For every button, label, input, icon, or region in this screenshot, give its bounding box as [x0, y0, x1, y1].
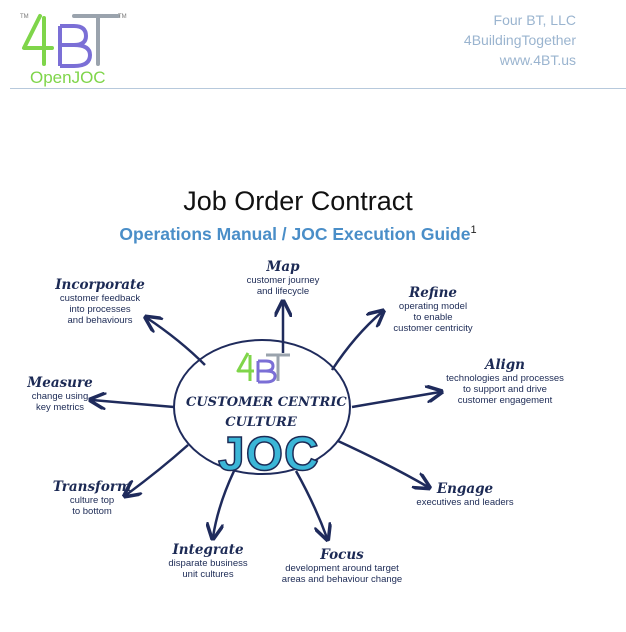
node-integrate: Integrate disparate business unit cultur…: [160, 542, 256, 580]
arrow-refine: [330, 312, 382, 371]
node-description: customer centricity: [393, 323, 473, 334]
node-heading: Map: [266, 259, 300, 275]
node-description: operating model: [398, 301, 468, 312]
node-description: and lifecycle: [256, 286, 310, 297]
node-description: change using: [31, 391, 89, 402]
node-heading: Engage: [436, 481, 494, 497]
arrow-engage: [337, 439, 428, 487]
4bt-logo-icon: TM TM: [20, 14, 127, 68]
company-website: www.4BT.us: [499, 52, 576, 68]
node-description: executives and leaders: [416, 497, 514, 508]
center-4bt-icon: [236, 352, 290, 384]
company-name: Four BT, LLC: [493, 12, 576, 28]
node-heading: Refine: [408, 285, 458, 301]
node-focus: Focus development around target areas an…: [274, 547, 410, 585]
node-heading: Incorporate: [55, 277, 145, 293]
tm-mark: TM: [20, 14, 29, 20]
arrow-measure: [92, 400, 175, 407]
node-description: development around target: [285, 563, 399, 574]
page-subtitle: Operations Manual / JOC Execution Guide1: [0, 224, 596, 245]
node-description: to support and drive: [463, 384, 547, 395]
node-description: key metrics: [35, 402, 85, 413]
node-description: and behaviours: [67, 315, 133, 326]
center-line-2: CULTURE: [225, 415, 297, 430]
center-line-1: CUSTOMER CENTRIC: [186, 395, 347, 410]
node-description: customer engagement: [457, 395, 553, 406]
company-info: Four BT, LLC 4BuildingTogether www.4BT.u…: [464, 10, 576, 70]
node-heading: Align: [485, 357, 525, 373]
arrow-incorporate: [147, 318, 206, 366]
arrow-focus: [294, 470, 327, 538]
customer-centric-diagram: CUSTOMER CENTRIC CULTURE JOC Map custome…: [0, 255, 626, 590]
arrow-transform: [126, 444, 189, 495]
node-description: unit cultures: [182, 569, 234, 580]
logo-name: OpenJOC: [30, 68, 106, 87]
node-description: to bottom: [72, 506, 112, 517]
subtitle-text: Operations Manual / JOC Execution Guide: [119, 224, 471, 244]
node-description: culture top: [69, 495, 115, 506]
company-tagline: 4BuildingTogether: [463, 32, 576, 48]
node-incorporate: Incorporate customer feedback into proce…: [52, 277, 148, 326]
node-engage: Engage executives and leaders: [410, 481, 520, 508]
node-description: customer journey: [246, 275, 320, 286]
node-description: to enable: [413, 312, 453, 323]
node-align: Align technologies and processes to supp…: [442, 357, 568, 406]
node-transform: Transform culture top to bottom: [44, 479, 140, 517]
node-refine: Refine operating model to enable custome…: [383, 285, 483, 334]
openjoc-logo: TM TM OpenJOC: [18, 8, 128, 88]
node-description: disparate business: [168, 558, 248, 569]
node-map: Map customer journey and lifecycle: [238, 259, 328, 297]
diagram-graphics: [0, 255, 626, 590]
footnote-marker: 1: [470, 224, 477, 237]
node-description: areas and behaviour change: [281, 574, 403, 585]
node-description: technologies and processes: [446, 373, 564, 384]
node-measure: Measure change using key metrics: [18, 375, 102, 413]
tm-mark-right: TM: [118, 14, 127, 20]
node-heading: Integrate: [172, 542, 244, 558]
node-heading: Measure: [27, 375, 93, 391]
arrow-integrate: [213, 470, 236, 537]
joc-brand: JOC: [217, 428, 320, 481]
node-description: into processes: [69, 304, 131, 315]
node-heading: Transform: [52, 479, 132, 495]
node-description: customer feedback: [59, 293, 141, 304]
node-heading: Focus: [320, 547, 364, 563]
page-title: Job Order Contract: [183, 186, 413, 216]
arrow-align: [351, 392, 440, 409]
header-divider: [10, 88, 626, 89]
